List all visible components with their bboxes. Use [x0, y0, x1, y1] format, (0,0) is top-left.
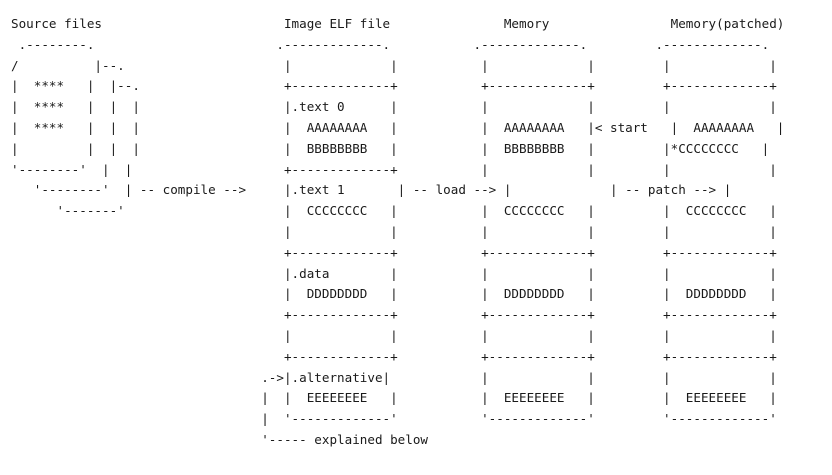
ascii-diagram: Source files Image ELF file Memory Memor… — [11, 14, 832, 451]
diagram-line-3: / |--. | | | | | | — [11, 57, 777, 73]
diagram-line-17: +-------------+ +-------------+ +-------… — [11, 348, 777, 364]
diagram-line-15: +-------------+ +-------------+ +-------… — [11, 307, 777, 323]
diagram-line-20: | '-------------' '-------------' '-----… — [11, 411, 777, 427]
diagram-line-4: | **** | |--. +-------------+ +---------… — [11, 78, 777, 94]
diagram-line-12: +-------------+ +-------------+ +-------… — [11, 244, 777, 260]
diagram-line-16: | | | | | | — [11, 327, 777, 343]
diagram-line-8: '--------' | | +-------------+ | | | | — [11, 161, 777, 177]
diagram-line-7: | | | | | BBBBBBBB | | BBBBBBBB | |*CCCC… — [11, 140, 770, 156]
diagram-line-6: | **** | | | | AAAAAAAA | | AAAAAAAA |< … — [11, 119, 785, 135]
diagram-line-21: '----- explained below — [11, 431, 429, 447]
diagram-line-13: |.data | | | | | — [11, 265, 777, 281]
diagram-line-1: Source files Image ELF file Memory Memor… — [11, 16, 785, 31]
diagram-line-11: | | | | | | — [11, 223, 777, 239]
diagram-line-14: | DDDDDDDD | | DDDDDDDD | | DDDDDDDD | — [11, 286, 777, 302]
diagram-line-19: | | EEEEEEEE | | EEEEEEEE | | EEEEEEEE | — [11, 390, 777, 406]
diagram-line-2: .--------. .-------------. .------------… — [11, 36, 770, 52]
diagram-line-9: '--------' | -- compile --> |.text 1 | -… — [11, 182, 832, 198]
diagram-line-18: .->|.alternative| | | | | — [11, 369, 777, 385]
diagram-line-10: '-------' | CCCCCCCC | | CCCCCCCC | | CC… — [11, 203, 777, 219]
diagram-line-5: | **** | | | |.text 0 | | | | | — [11, 99, 777, 115]
